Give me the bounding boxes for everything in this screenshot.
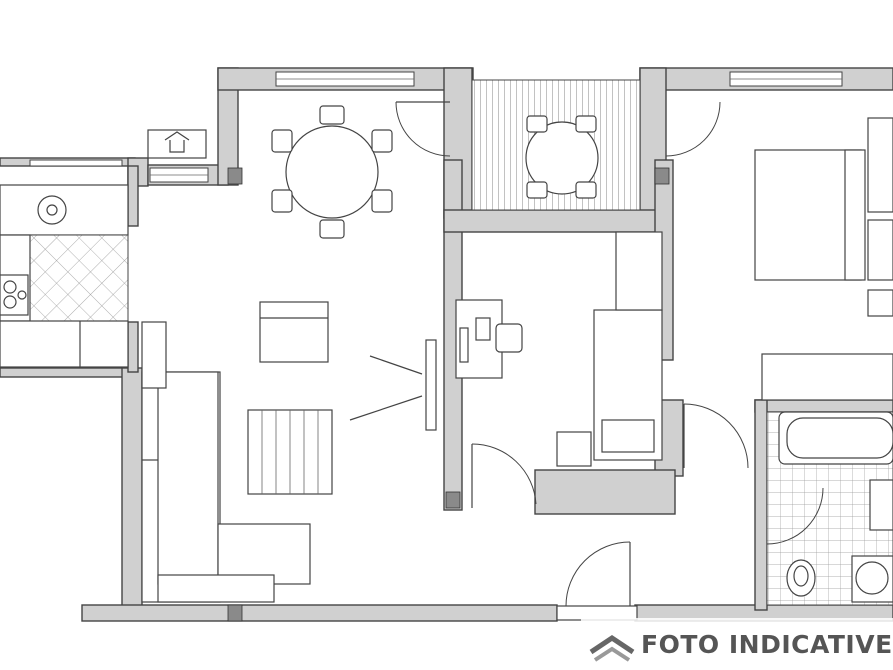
balcony [471,79,641,211]
watermark: FOTO INDICATIVE [581,618,893,670]
structural-piers [227,167,670,622]
watermark-text: FOTO INDICATIVE [641,629,893,659]
bedroom-2 [455,231,663,467]
kitchen [0,129,207,368]
house-roof-logo-icon [589,634,635,662]
master-bedroom [683,117,893,469]
bathroom [766,411,893,606]
living-dining [141,101,721,621]
